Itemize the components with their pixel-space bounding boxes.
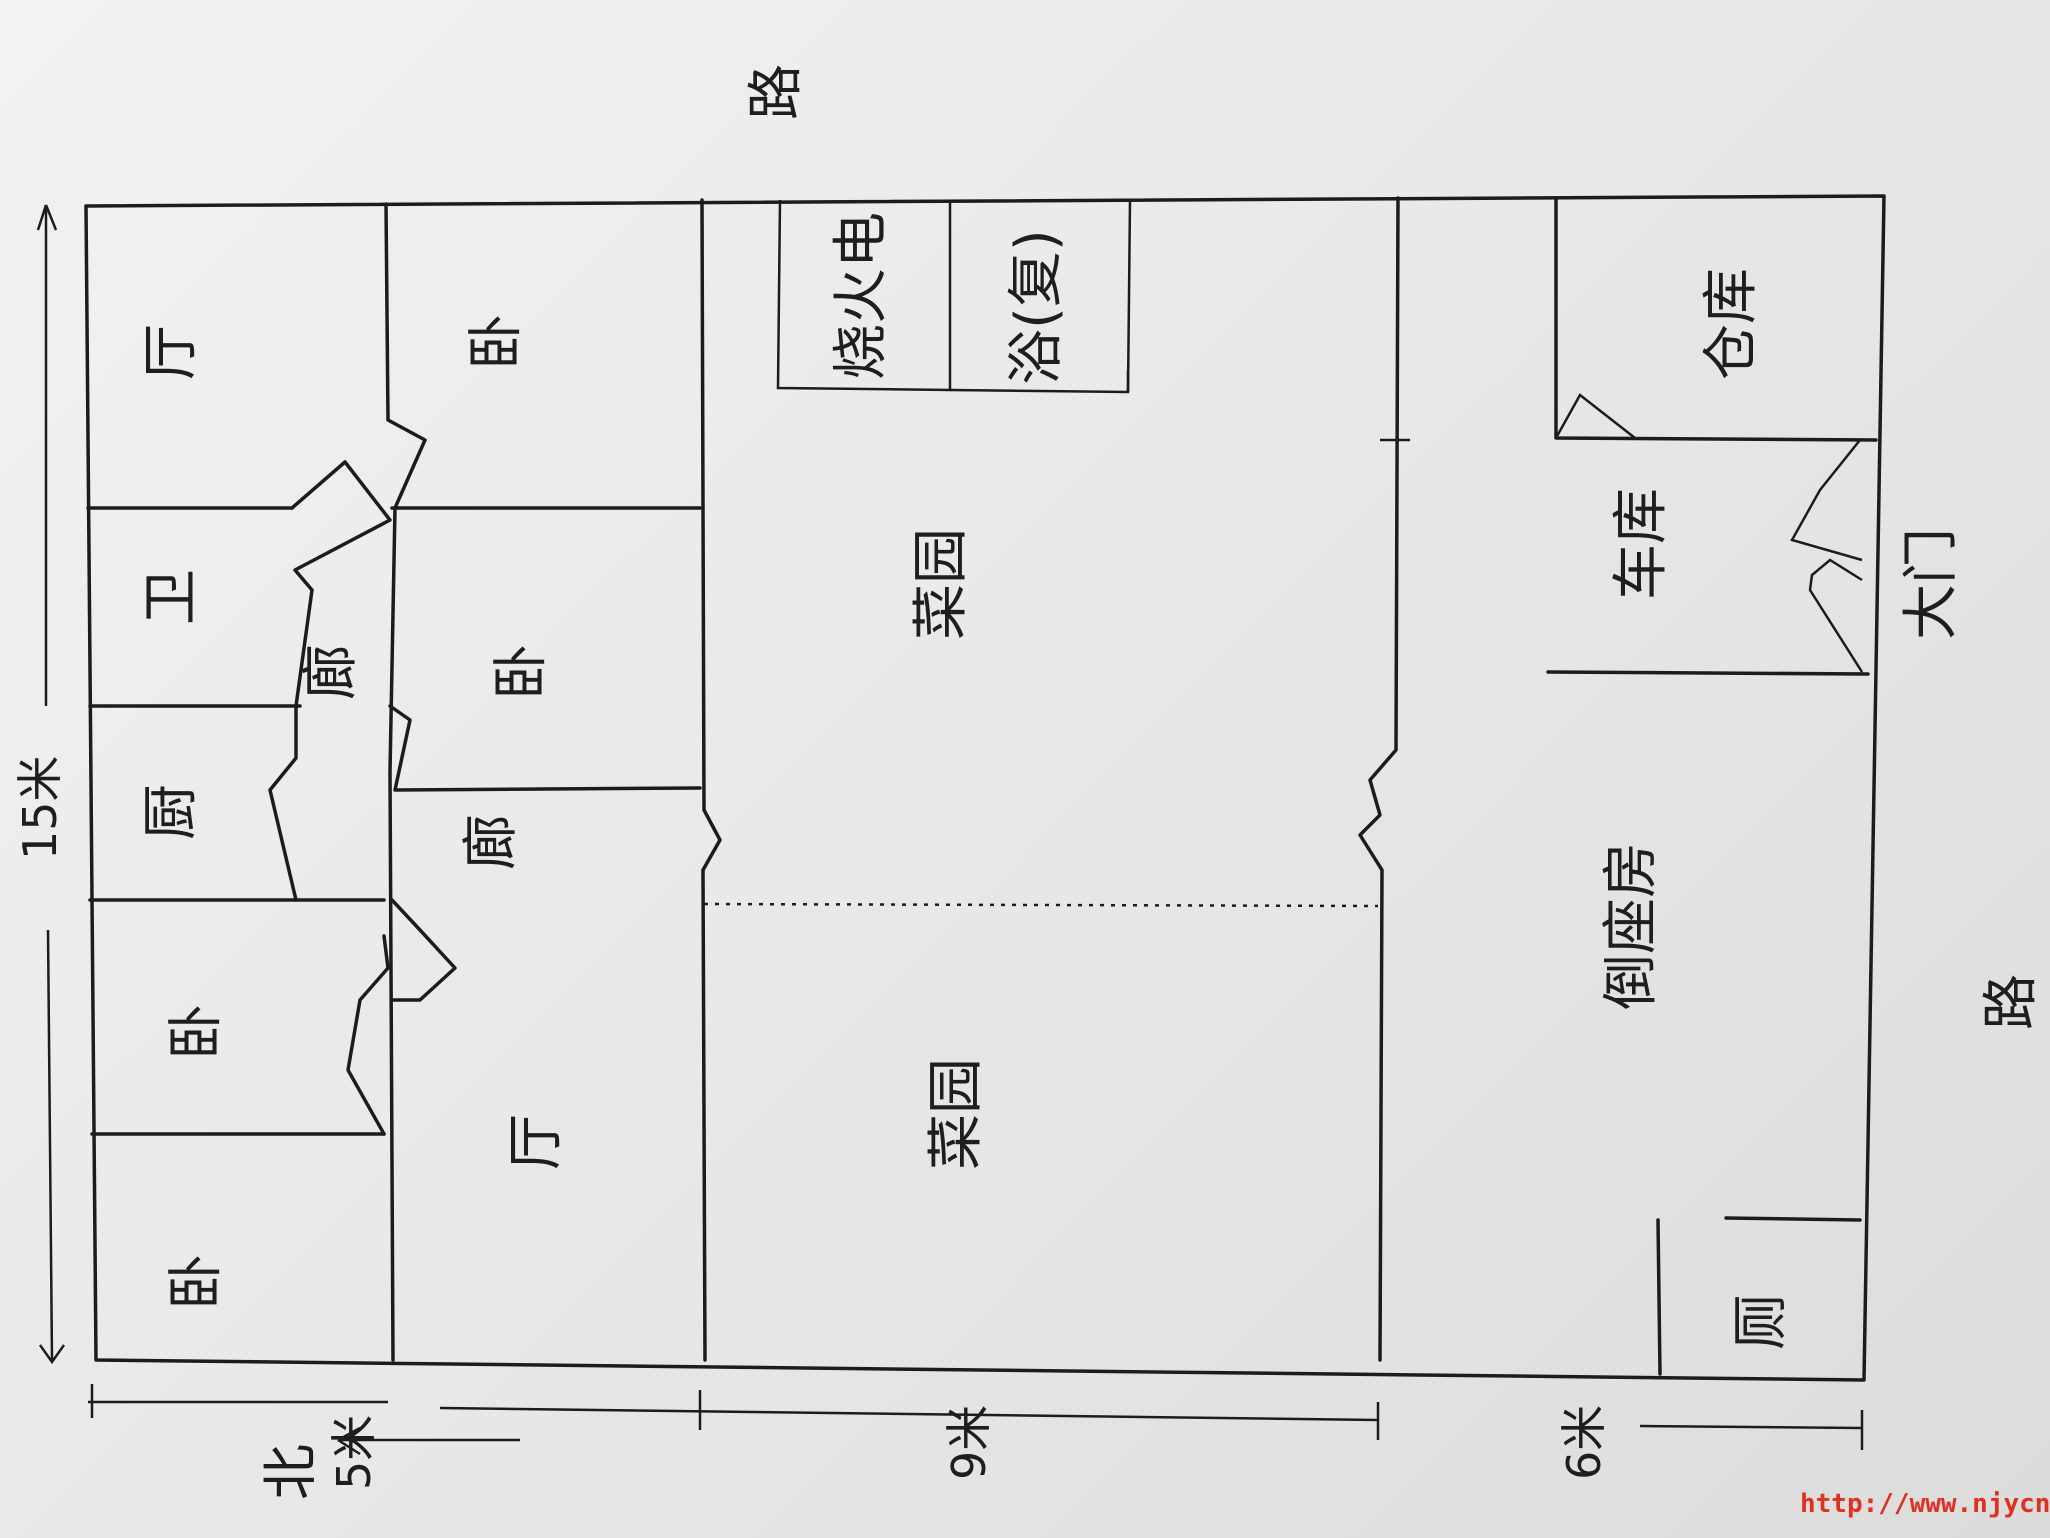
- cangku-door: [1554, 393, 1636, 439]
- room-label-wo-mid: 卧: [489, 644, 554, 700]
- outer-wall: [84, 194, 1886, 1382]
- dim-label-length: 15米: [13, 755, 67, 860]
- dim-ticks: [90, 1384, 1864, 1450]
- room-label-shaodian: 烧火电: [829, 212, 894, 380]
- wall-shaodian: [776, 199, 952, 392]
- corridor-2-wall: [390, 898, 457, 1002]
- room-label-yu: 浴(复): [1004, 229, 1069, 385]
- room-label-chu: 厨: [139, 784, 204, 840]
- dim-left-line: [46, 929, 54, 1361]
- room-label-damen: 大门: [1899, 528, 1964, 640]
- wall-col-2: [700, 198, 722, 1362]
- dim-w3-line: [1639, 1424, 1863, 1430]
- dim-top-arrow: [36, 204, 58, 231]
- watermark: http://www.njycn.com: [1800, 1489, 2050, 1519]
- corner-note-top-right: 路: [744, 64, 809, 120]
- garden-divider: [703, 902, 1379, 908]
- room-label-ting-top: 厅: [139, 324, 204, 380]
- wall-ce: [1656, 1218, 1662, 1376]
- room-label-daozuofang: 倒座房: [1599, 842, 1664, 1010]
- room-label-caiyuan-1: 菜园: [909, 528, 974, 640]
- room-label-lang-1: 廊: [299, 644, 364, 700]
- corner-note-bottom-right: 路: [1979, 974, 2044, 1030]
- gate-leaf-1: [1790, 439, 1863, 562]
- room-label-wo-left-1: 卧: [164, 1004, 229, 1060]
- room-label-lang-2: 廊: [459, 814, 524, 870]
- wall-cheku: [1546, 670, 1870, 676]
- dim-label-w2: 9米: [942, 1405, 996, 1480]
- wall-col-1: [384, 202, 427, 1362]
- north-label: 北: [259, 1444, 324, 1500]
- room-label-wo-top-inner: 卧: [464, 314, 529, 370]
- room-label-wo-left-2: 卧: [164, 1254, 229, 1310]
- room-label-caiyuan-2: 菜园: [924, 1058, 989, 1170]
- dim-left-arrow: [38, 1344, 66, 1365]
- wall-ce-top: [1724, 1216, 1862, 1222]
- dim-label-w3: 6米: [1557, 1405, 1611, 1480]
- corridor-wall: [268, 460, 392, 902]
- dim-w2-line: [439, 1406, 1379, 1422]
- room-label-cheku: 车库: [1609, 488, 1674, 600]
- room-label-cangku: 仓库: [1699, 268, 1764, 380]
- north-arrow: [337, 1426, 520, 1456]
- gate-leaf-2: [1808, 558, 1864, 673]
- wall-row-wo-mid-bottom: [388, 704, 702, 792]
- dim-label-w1: 5米: [327, 1415, 381, 1490]
- room-label-ting-bottom: 厅: [504, 1114, 569, 1170]
- room-label-ce: 厕: [1729, 1294, 1794, 1350]
- door-left-ting: [346, 934, 390, 1136]
- wall-col-3: [1358, 196, 1400, 1362]
- room-label-wei: 卫: [139, 569, 204, 625]
